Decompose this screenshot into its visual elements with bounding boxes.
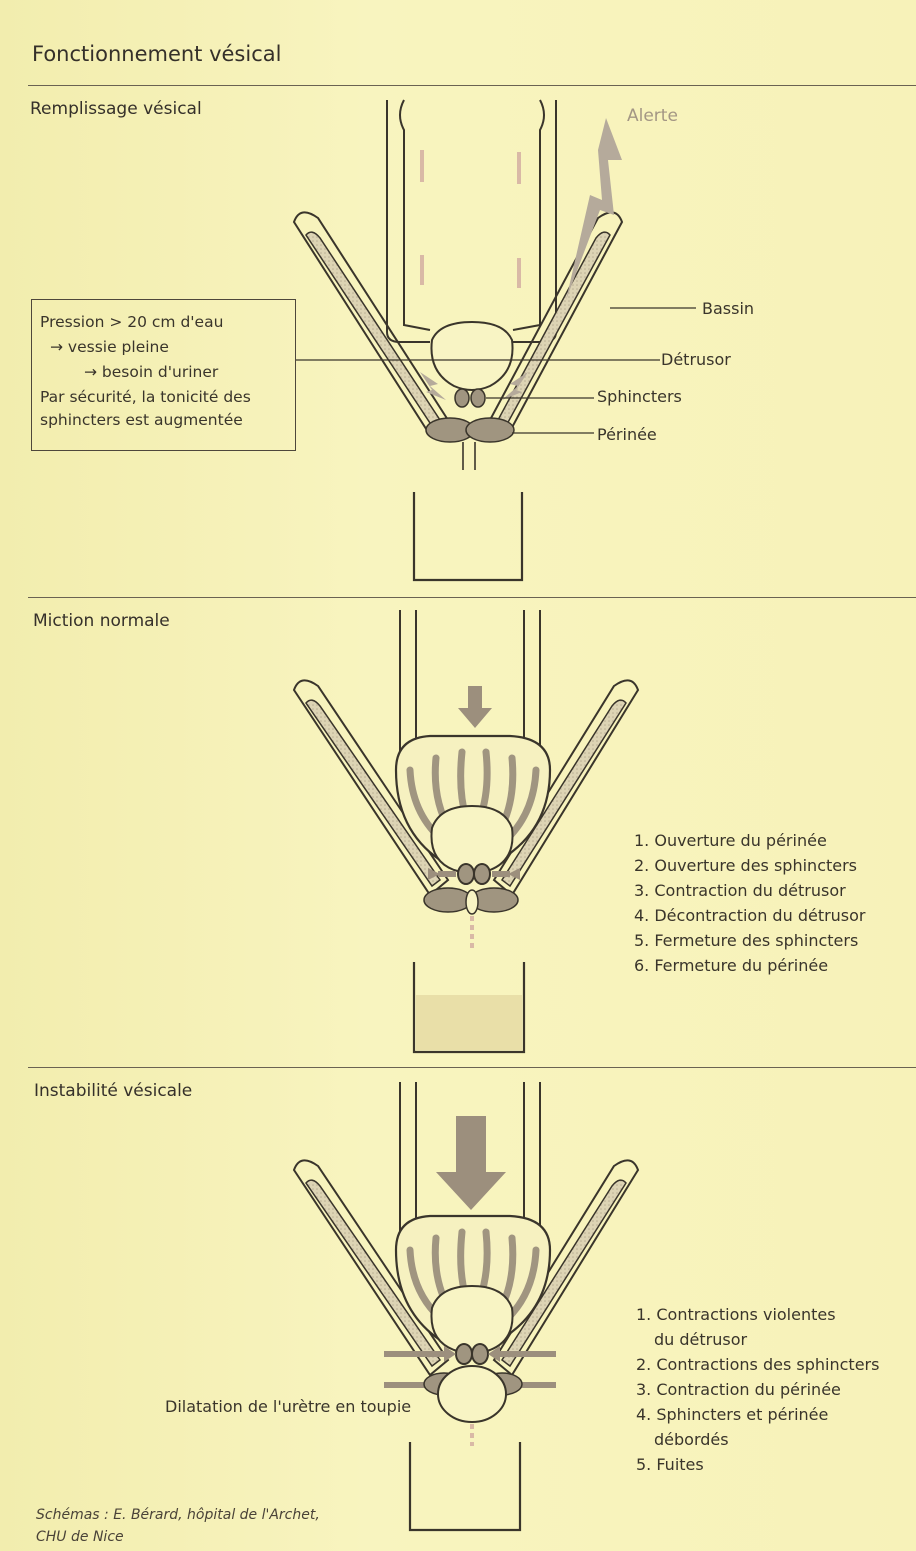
filling-diagram <box>294 100 696 580</box>
unstable-steps-list: 1. Contractions violentes du détrusor 2.… <box>636 1302 879 1477</box>
credit-line-2: CHU de Nice <box>36 1526 320 1548</box>
collector-3 <box>410 1442 520 1530</box>
label-sphincters: Sphincters <box>597 387 682 406</box>
step-item: 4. Décontraction du détrusor <box>634 903 866 928</box>
step-item: 2. Ouverture des sphincters <box>634 853 866 878</box>
step-item: 4. Sphincters et périnée <box>636 1402 879 1427</box>
collector-1 <box>414 492 522 580</box>
credit: Schémas : E. Bérard, hôpital de l'Archet… <box>36 1504 320 1548</box>
step-item: 1. Contractions violentes <box>636 1302 879 1327</box>
label-perinee: Périnée <box>597 425 657 444</box>
bladder <box>431 322 512 390</box>
step-item: 1. Ouverture du périnée <box>634 828 866 853</box>
right-ureter <box>513 100 556 342</box>
normal-diagram <box>294 610 638 1052</box>
pressure-info-box: Pression > 20 cm d'eau → vessie pleine →… <box>31 299 296 451</box>
step-item: 2. Contractions des sphincters <box>636 1352 879 1377</box>
label-bassin: Bassin <box>702 299 754 318</box>
pressure-arrow-large <box>436 1116 506 1210</box>
info-line: sphincters est augmentée <box>40 408 295 433</box>
info-line: Par sécurité, la tonicité des <box>40 385 295 410</box>
info-line: Pression > 20 cm d'eau <box>40 310 295 335</box>
credit-line-1: Schémas : E. Bérard, hôpital de l'Archet… <box>36 1504 320 1526</box>
step-item: 3. Contraction du détrusor <box>634 878 866 903</box>
info-line: → vessie pleine <box>40 335 295 360</box>
step-item: 3. Contraction du périnée <box>636 1377 879 1402</box>
pressure-arrow-small <box>458 686 492 728</box>
label-urethra-dilatation: Dilatation de l'urètre en toupie <box>165 1397 411 1416</box>
left-ureter <box>387 100 430 342</box>
unstable-diagram <box>294 1082 638 1530</box>
step-item: débordés <box>636 1427 879 1452</box>
normal-steps-list: 1. Ouverture du périnée 2. Ouverture des… <box>634 828 866 978</box>
info-line: → besoin d'uriner <box>40 360 295 385</box>
step-item: 5. Fuites <box>636 1452 879 1477</box>
step-item: du détrusor <box>636 1327 879 1352</box>
step-item: 5. Fermeture des sphincters <box>634 928 866 953</box>
alert-label: Alerte <box>627 106 678 126</box>
label-detrusor: Détrusor <box>661 350 731 369</box>
step-item: 6. Fermeture du périnée <box>634 953 866 978</box>
dilated-urethra <box>438 1366 506 1422</box>
